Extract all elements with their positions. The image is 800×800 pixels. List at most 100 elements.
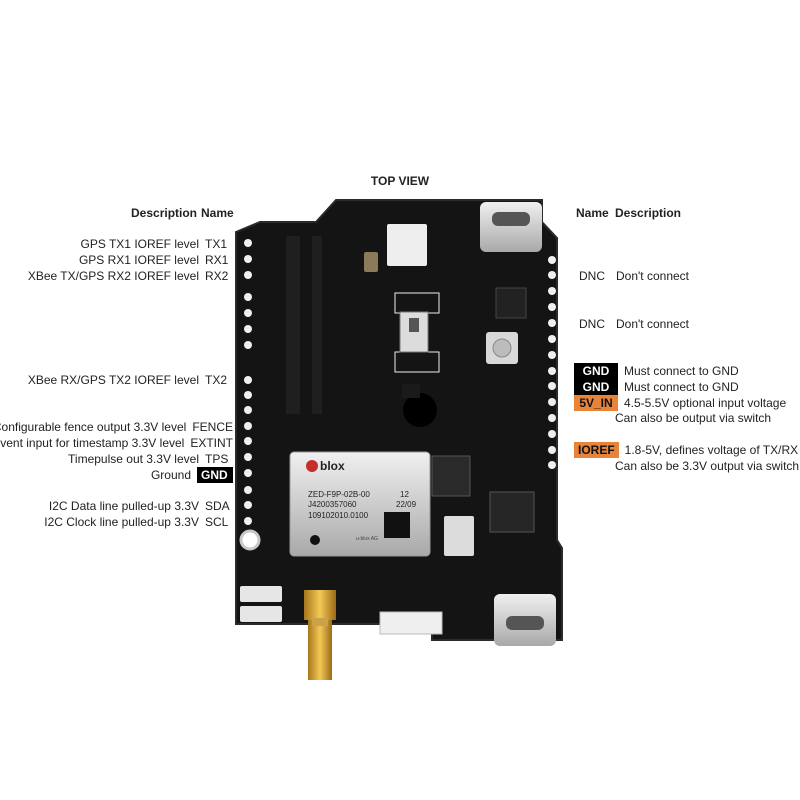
module-qr-code [384, 512, 410, 538]
chip-block [489, 491, 535, 533]
left-pin-row: Timepulse out 3.3V level TPS [68, 451, 233, 467]
pin-description: Don't connect [616, 317, 690, 331]
left-pin-row: I2C Data line pulled-up 3.3V SDA [49, 498, 233, 514]
right-pin-row: DNC Don't connect [574, 316, 689, 332]
pin-pad [548, 398, 556, 406]
pin-description: I2C Clock line pulled-up 3.3V [44, 515, 199, 529]
pin-name: SDA [205, 499, 230, 513]
pin-pad [244, 293, 252, 301]
pin-name-badge: GND [574, 363, 618, 379]
qwiic-connector [240, 606, 282, 622]
pin-pad [244, 255, 252, 263]
usb-c-top [480, 202, 542, 252]
right-pin-pads [548, 256, 556, 469]
pin-pad [244, 453, 252, 461]
left-pin-row: I2C Clock line pulled-up 3.3V SCL [44, 514, 233, 530]
left-pin-pads [244, 239, 252, 525]
right-header-description: Description [615, 206, 682, 220]
left-pin-row: XBee RX/GPS TX2 IOREF level TX2 [28, 372, 233, 388]
pin-name: DNC [579, 317, 605, 331]
pin-pad [244, 341, 252, 349]
component [364, 252, 378, 272]
page-title: TOP VIEW [370, 174, 430, 188]
pin-note: Can also be output via switch [615, 411, 772, 425]
right-pin-row: 5V_IN 4.5-5.5V optional input voltage [574, 395, 786, 411]
pin-name: RX2 [205, 269, 229, 283]
pin-description: XBee RX/GPS TX2 IOREF level [27, 373, 199, 387]
left-pin-row: Event input for timestamp 3.3V level EXT… [0, 435, 233, 451]
pin-description: GPS RX1 IOREF level [78, 253, 199, 267]
pin-pad [244, 239, 252, 247]
pin-name: TX1 [205, 237, 228, 251]
pin-name-badge: IOREF [574, 442, 619, 458]
sma-antenna-base [304, 590, 336, 620]
pin-pad [244, 325, 252, 333]
pin-name-badge: 5V_IN [574, 395, 618, 411]
mounting-hole [403, 393, 437, 427]
chip-u11 [431, 455, 471, 497]
mounting-hole [239, 529, 261, 551]
pin-pad [244, 309, 252, 317]
pin-name: TPS [205, 452, 229, 466]
pin-description: 1.8-5V, defines voltage of TX/RX [624, 443, 799, 457]
pin-pad [244, 437, 252, 445]
pin-pad [244, 469, 252, 477]
pin-pad [244, 271, 252, 279]
right-header-name: Name [576, 206, 609, 220]
pin-name: EXTINT [190, 436, 233, 450]
pin-pad [244, 486, 252, 494]
pixhawk-connector [379, 611, 443, 635]
pin-description: I2C Data line pulled-up 3.3V [48, 499, 199, 513]
pin-pad [548, 430, 556, 438]
pin-pad [548, 382, 556, 390]
pin-pad [548, 367, 556, 375]
pin-description: Timepulse out 3.3V level [68, 452, 199, 466]
module-footer: u-blox AG [356, 536, 378, 542]
pin-pad [548, 446, 556, 454]
pin-name: FENCE [192, 420, 233, 434]
module-date-a: 12 [400, 490, 409, 499]
pin-name: DNC [579, 269, 605, 283]
left-pin-row: XBee TX/GPS RX2 IOREF level RX2 [28, 268, 233, 284]
module-lot: J4200357060 [308, 500, 357, 509]
right-pin-row: IOREF 1.8-5V, defines voltage of TX/RX [574, 442, 798, 458]
left-header-name: Name [201, 206, 234, 220]
pin-pad [244, 517, 252, 525]
component-battery-label [402, 384, 420, 398]
pin-pad [548, 461, 556, 469]
left-pin-row: Configurable fence output 3.3V level FEN… [0, 419, 233, 435]
reset-button-cap [492, 338, 512, 358]
module-date-b: 22/09 [396, 500, 417, 509]
left-pin-row: GPS RX1 IOREF level RX1 [79, 252, 233, 268]
pin-description: Configurable fence output 3.3V level [0, 420, 187, 434]
left-header-pins [286, 236, 322, 414]
left-header-description: Description [131, 206, 198, 220]
left-pin-row: GPS TX1 IOREF level TX1 [81, 236, 233, 252]
pin-description: Must connect to GND [624, 364, 739, 378]
pin-description: Don't connect [616, 269, 690, 283]
pin-note: Can also be 3.3V output via switch [615, 459, 800, 473]
right-pin-row: DNC Don't connect [574, 268, 689, 284]
pin-pad [548, 256, 556, 264]
component [444, 516, 474, 556]
pin-name: SCL [205, 515, 229, 529]
pin-name: RX1 [205, 253, 229, 267]
pin-name-badge: GND [197, 467, 233, 483]
module-brand: blox [320, 459, 345, 473]
right-pin-row: GND Must connect to GND [574, 363, 739, 379]
pin-name: TX2 [205, 373, 228, 387]
qwiic-connector [240, 586, 282, 602]
pin-description: XBee TX/GPS RX2 IOREF level [27, 269, 199, 283]
pin-description: Event input for timestamp 3.3V level [0, 436, 185, 450]
pin-pad [244, 391, 252, 399]
pin-pad [548, 271, 556, 279]
pin-pad [244, 501, 252, 509]
pin-description: GPS TX1 IOREF level [80, 237, 199, 251]
pin-pad [244, 376, 252, 384]
pin-pad [244, 422, 252, 430]
pin-pad [548, 414, 556, 422]
pin-description: Ground [150, 468, 191, 482]
module-serial: 109102010.0100 [308, 511, 369, 520]
pin-name-badge: GND [574, 379, 618, 395]
